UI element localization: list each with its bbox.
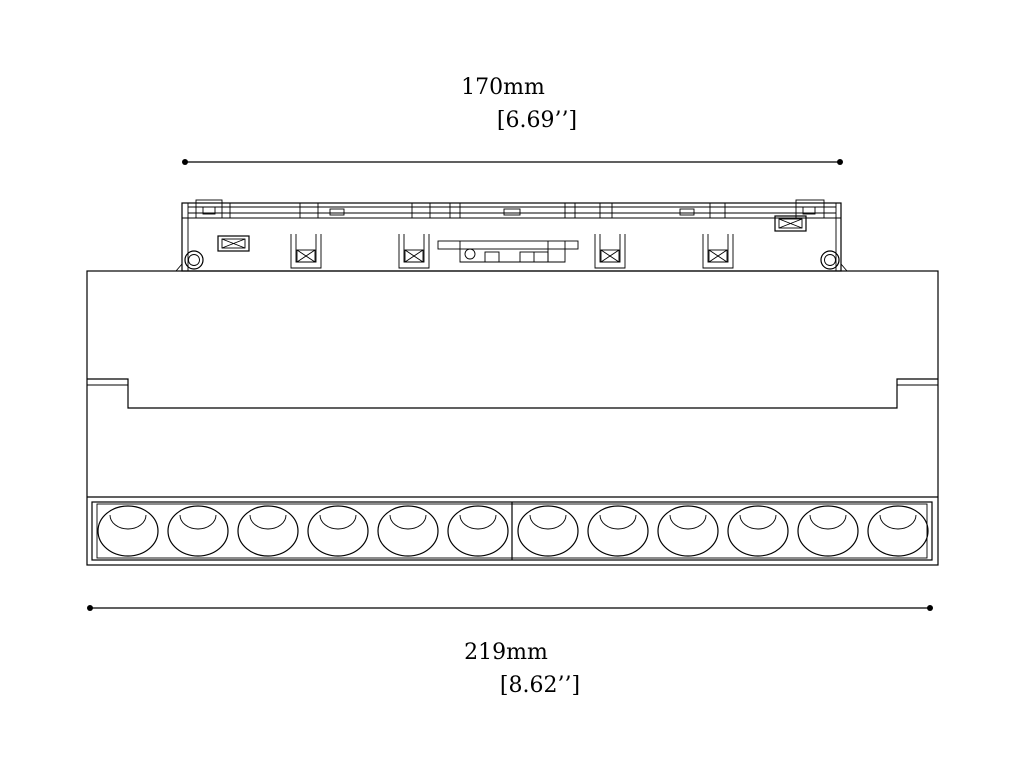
bottom-dimension-endpoint-left: [87, 605, 93, 611]
lens-reflector: [237, 505, 299, 557]
bottom-dimension-endpoint-right: [927, 605, 933, 611]
spring-clip: [702, 234, 734, 269]
rail-clip: [202, 206, 216, 215]
top-dimension-imperial: [6.69’’]: [497, 108, 577, 133]
rail-clip: [195, 199, 223, 219]
top-dimension-endpoint-right: [837, 159, 843, 165]
lens-reflector: [97, 505, 159, 557]
top-dimension-endpoint-left: [182, 159, 188, 165]
rail-clip: [795, 199, 825, 219]
lens-reflector: [307, 505, 369, 557]
mounting-hole-left: [184, 250, 204, 270]
rail-clip: [503, 208, 521, 216]
fixture-body-outline: [86, 270, 939, 566]
rail-clip: [329, 208, 345, 216]
fixture-body: [86, 270, 939, 566]
rail-clip: [802, 206, 816, 215]
lens-reflector: [167, 505, 229, 557]
spring-clip: [594, 234, 626, 269]
fixture-channel-profile: [87, 378, 938, 409]
bottom-dimension-imperial: [8.62’’]: [500, 673, 580, 698]
top-dimension: 170mm [6.69’’]: [182, 75, 843, 165]
bottom-dimension-metric: 219mm: [464, 640, 548, 665]
lens-reflector: [797, 505, 859, 557]
lens-reflector: [447, 505, 509, 557]
rail-clip: [679, 208, 695, 216]
lens-reflector: [517, 505, 579, 557]
lens-reflector: [867, 505, 929, 557]
rail-clips: [195, 199, 825, 219]
lens-module: [91, 501, 933, 561]
lens-reflector: [587, 505, 649, 557]
bottom-dimension: 219mm [8.62’’]: [87, 605, 933, 698]
spring-clip: [398, 234, 430, 269]
connector-left: [217, 235, 250, 252]
lens-reflector: [377, 505, 439, 557]
lens-reflector: [657, 505, 719, 557]
lens-reflector: [727, 505, 789, 557]
connector-right: [774, 215, 807, 232]
mounting-hole-right: [820, 250, 840, 270]
driver-housing: [175, 199, 848, 272]
spring-clip: [290, 234, 322, 269]
center-terminal: [437, 240, 579, 263]
top-dimension-metric: 170mm: [461, 75, 545, 100]
